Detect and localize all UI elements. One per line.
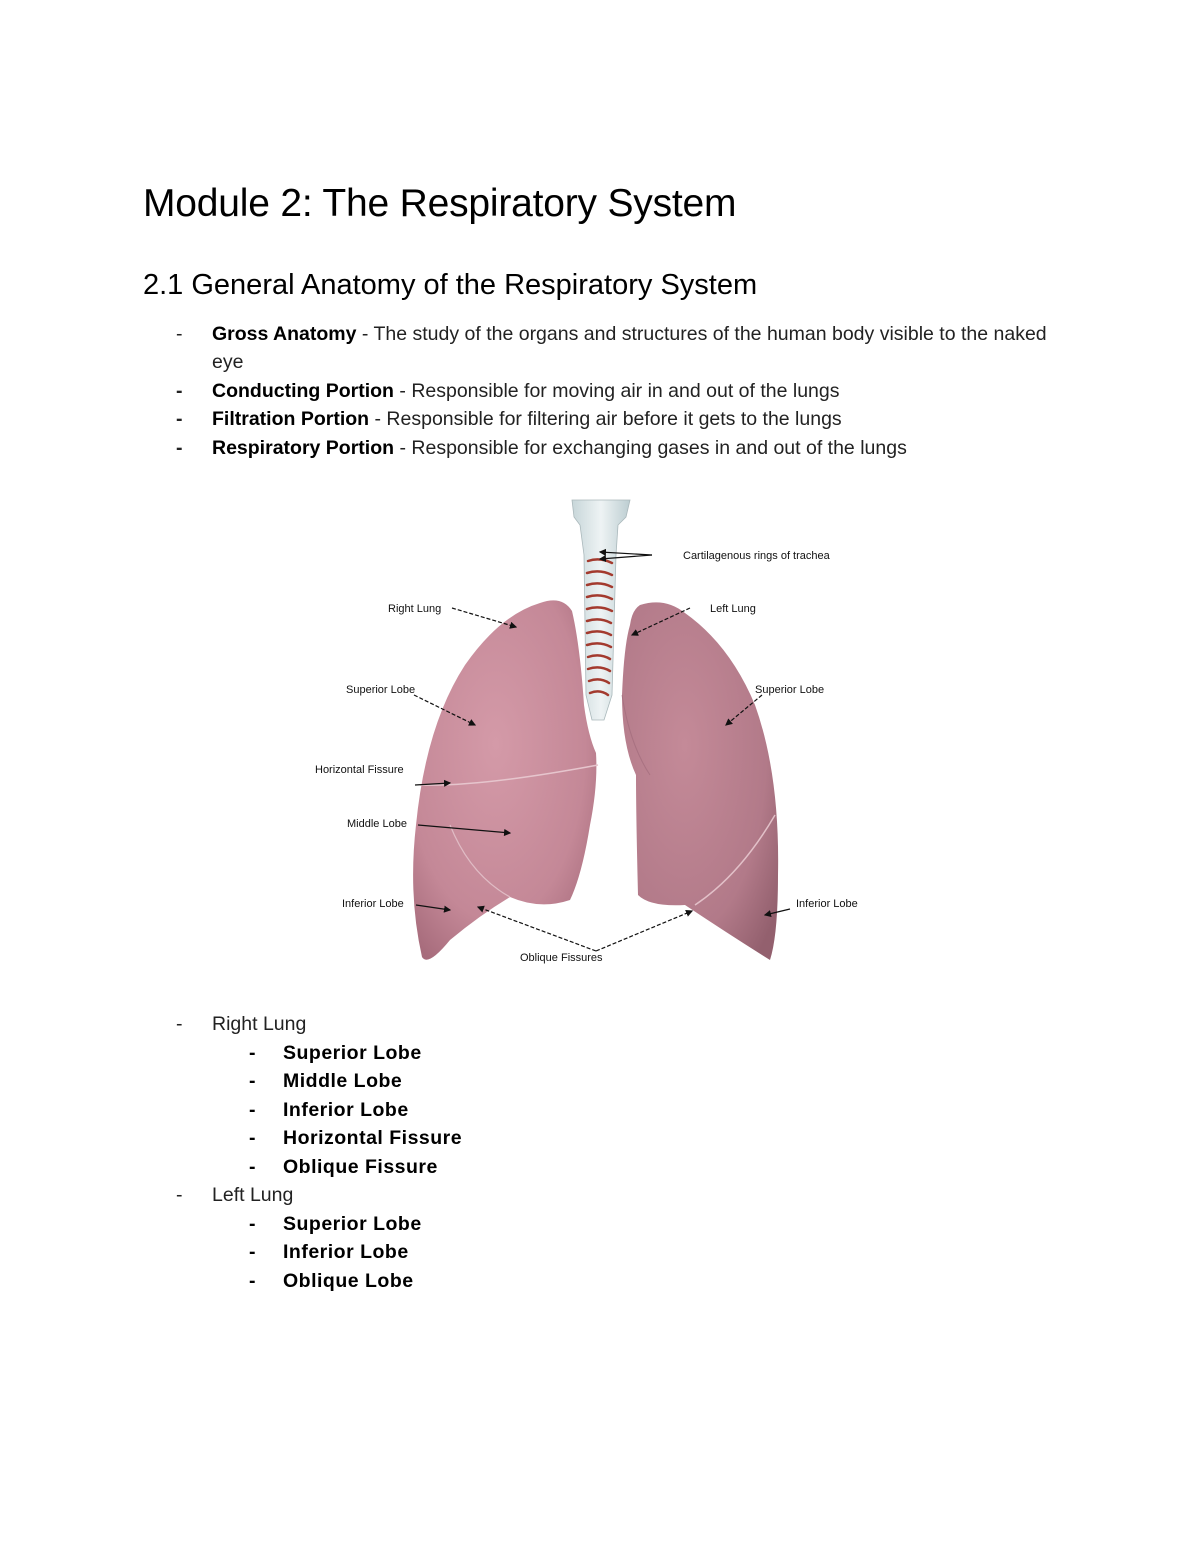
part-name: Horizontal Fissure (283, 1127, 463, 1149)
bullet-dash: - (249, 1212, 256, 1235)
definition-separator: - (369, 408, 387, 431)
definition-text: Responsible for moving air in and out of… (411, 379, 840, 402)
definition-term: Conducting Portion (212, 379, 394, 402)
label-horizontal-fissure: Horizontal Fissure (315, 764, 404, 776)
left-lung-parts: - Superior Lobe - Inferior Lobe - Oblique L… (212, 1210, 1200, 1296)
definition-term: Gross Anatomy (212, 323, 357, 345)
definition-term: Filtration Portion (212, 408, 370, 431)
part-name: Superior Lobe (283, 1212, 422, 1235)
label-oblique-fissures: Oblique Fissures (520, 952, 603, 964)
section-heading: 2.1 General Anatomy of the Respiratory S… (143, 269, 758, 301)
definition-separator: - (394, 436, 412, 459)
page-title: Module 2: The Respiratory System (143, 182, 737, 225)
list-item-left-lung: - Left Lung - Superior Lobe - Inferior Lob… (0, 1181, 1200, 1295)
list-item: - Inferior Lobe (0, 1238, 1200, 1267)
list-item-right-lung: - Right Lung - Superior Lobe - Middle Lobe… (0, 1010, 1200, 1181)
definition-separator: - (356, 323, 374, 345)
bullet-dash: - (249, 1241, 256, 1263)
bullet-dash: - (249, 1269, 256, 1292)
label-left-inferior-lobe: Inferior Lobe (796, 898, 858, 910)
part-name: Oblique Lobe (283, 1269, 414, 1292)
definitions-list: - Gross Anatomy - The study of the organ… (0, 320, 1200, 462)
part-name: Oblique Fissure (283, 1155, 438, 1178)
bullet-dash: - (176, 408, 183, 431)
bullet-dash: - (249, 1070, 256, 1092)
definition-item-filtration-portion: - Filtration Portion - Responsible for f… (0, 405, 1200, 433)
right-lung-icon (413, 600, 599, 960)
definition-text: The study of the organs and structures o… (212, 323, 1047, 374)
list-item: - Superior Lobe (0, 1210, 1200, 1239)
bullet-dash: - (176, 1013, 183, 1035)
definition-text: Responsible for filtering air before it … (386, 408, 842, 431)
label-right-lung: Right Lung (388, 603, 441, 615)
bullet-dash: - (249, 1041, 256, 1064)
part-name: Middle Lobe (283, 1070, 403, 1092)
list-item: - Horizontal Fissure (0, 1124, 1200, 1153)
list-item: - Middle Lobe (0, 1067, 1200, 1096)
bullet-dash: - (176, 436, 183, 459)
lung-anatomy-figure: Cartilagenous rings of trachea Left Lung… (300, 495, 900, 995)
definition-term: Respiratory Portion (212, 436, 395, 459)
lung-name: Right Lung (212, 1013, 307, 1035)
definition-item-respiratory-portion: - Respiratory Portion - Responsible for … (0, 434, 1200, 462)
list-item: - Superior Lobe (0, 1039, 1200, 1068)
part-name: Inferior Lobe (283, 1241, 409, 1263)
lung-parts-list: - Right Lung - Superior Lobe - Middle Lobe… (0, 1010, 1200, 1295)
label-trachea: Cartilagenous rings of trachea (683, 550, 831, 562)
bullet-dash: - (176, 379, 183, 402)
label-middle-lobe: Middle Lobe (347, 818, 407, 830)
definition-separator: - (393, 379, 412, 402)
definition-item-conducting-portion: - Conducting Portion - Responsible for m… (0, 377, 1200, 405)
bullet-dash: - (176, 1184, 183, 1206)
lung-name: Left Lung (212, 1184, 294, 1206)
trachea-icon (571, 499, 631, 721)
label-left-lung: Left Lung (710, 603, 756, 615)
part-name: Superior Lobe (283, 1041, 422, 1064)
bullet-dash: - (249, 1127, 256, 1149)
list-item: - Oblique Lobe (0, 1267, 1200, 1296)
lung-diagram-illustration: Cartilagenous rings of trachea Left Lung… (315, 499, 858, 964)
part-name: Inferior Lobe (283, 1098, 409, 1121)
label-left-superior-lobe: Superior Lobe (755, 684, 824, 696)
list-item: - Oblique Fissure (0, 1153, 1200, 1182)
definition-item-gross-anatomy: - Gross Anatomy - The study of the organ… (0, 320, 1200, 377)
label-right-superior-lobe: Superior Lobe (346, 684, 415, 696)
bullet-dash: - (249, 1098, 256, 1121)
bullet-dash: - (249, 1155, 256, 1178)
label-right-inferior-lobe: Inferior Lobe (342, 898, 404, 910)
list-item: - Inferior Lobe (0, 1096, 1200, 1125)
bullet-dash: - (176, 323, 183, 345)
leader-lines (413, 548, 791, 952)
left-lung-icon (621, 602, 779, 960)
definition-text: Responsible for exchanging gases in and … (411, 436, 907, 459)
right-lung-parts: - Superior Lobe - Middle Lobe - Inferior Lo… (212, 1039, 1200, 1182)
